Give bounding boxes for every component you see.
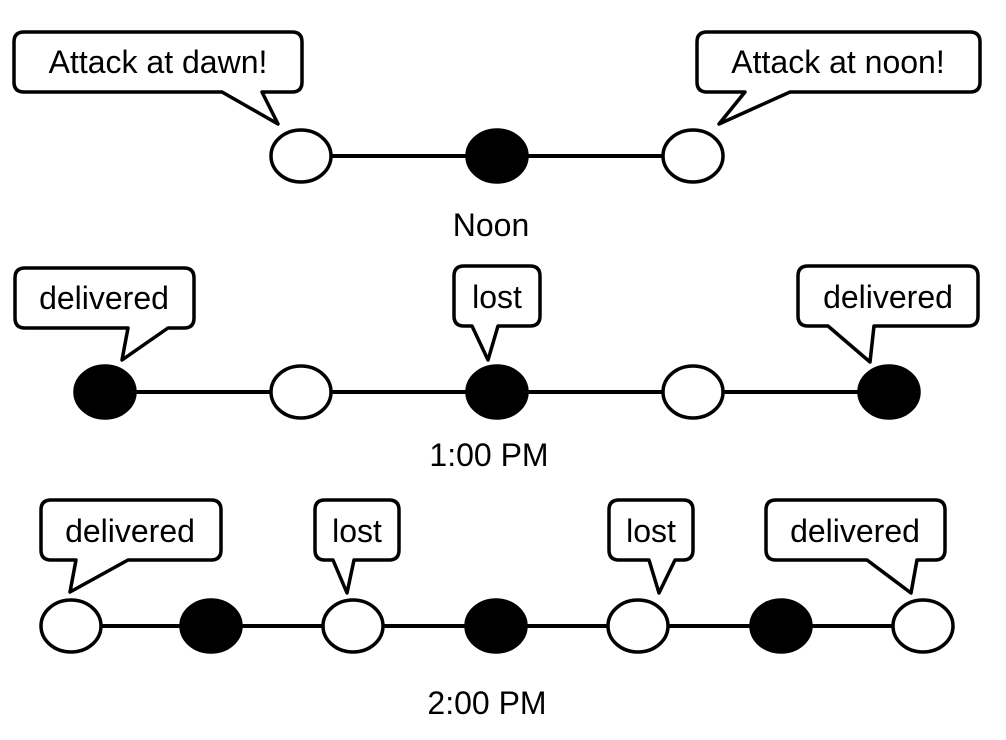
bubble-attack-noon: [695, 30, 982, 126]
bubble-1pm-delivered-left: [13, 266, 196, 362]
bubble-2pm-delivered-right-text: delivered: [790, 513, 920, 549]
row-noon-node-1: [269, 128, 333, 184]
bubble-1pm-delivered-right-text: delivered: [823, 279, 953, 315]
row-2pm-node-3: [321, 598, 385, 654]
row-noon-node-2: [465, 128, 529, 184]
row-2pm-node-7: [891, 598, 955, 654]
bubble-2pm-delivered-left-text: delivered: [65, 513, 195, 549]
row-1pm: delivered lost delivered 1:00 PM: [13, 264, 980, 473]
bubble-attack-dawn: [12, 30, 304, 126]
bubble-attack-noon-text: Attack at noon!: [731, 44, 944, 80]
bubble-2pm-lost-left-text: lost: [332, 513, 382, 549]
bubble-1pm-lost-text: lost: [472, 279, 522, 315]
bubble-2pm-delivered-right: [764, 498, 947, 595]
row-1pm-node-4: [661, 364, 725, 420]
bubble-2pm-delivered-left: [39, 498, 223, 594]
row-1pm-node-5: [857, 364, 921, 420]
row-2pm-node-1: [39, 598, 103, 654]
row-1pm-node-3: [465, 364, 529, 420]
bubble-attack-dawn-text: Attack at dawn!: [49, 44, 268, 80]
time-label-1pm: 1:00 PM: [429, 437, 548, 473]
row-2pm-node-5: [606, 598, 670, 654]
row-1pm-node-2: [269, 364, 333, 420]
row-2pm: delivered lost lost delivered 2:00 PM: [39, 498, 955, 721]
bubble-1pm-delivered-right: [796, 264, 980, 364]
row-2pm-node-2: [179, 598, 243, 654]
row-2pm-node-6: [749, 598, 813, 654]
row-1pm-node-1: [73, 364, 137, 420]
bubble-1pm-delivered-left-text: delivered: [39, 280, 169, 316]
time-label-2pm: 2:00 PM: [427, 685, 546, 721]
bubble-2pm-lost-right-text: lost: [626, 513, 676, 549]
row-noon: Attack at dawn! Attack at noon! Noon: [12, 30, 982, 243]
bubble-2pm-lost-right: [607, 498, 695, 595]
row-2pm-node-4: [464, 598, 528, 654]
time-label-noon: Noon: [453, 207, 530, 243]
bubble-2pm-lost-left: [313, 498, 401, 595]
row-noon-node-3: [661, 128, 725, 184]
bubble-1pm-lost: [452, 264, 542, 362]
